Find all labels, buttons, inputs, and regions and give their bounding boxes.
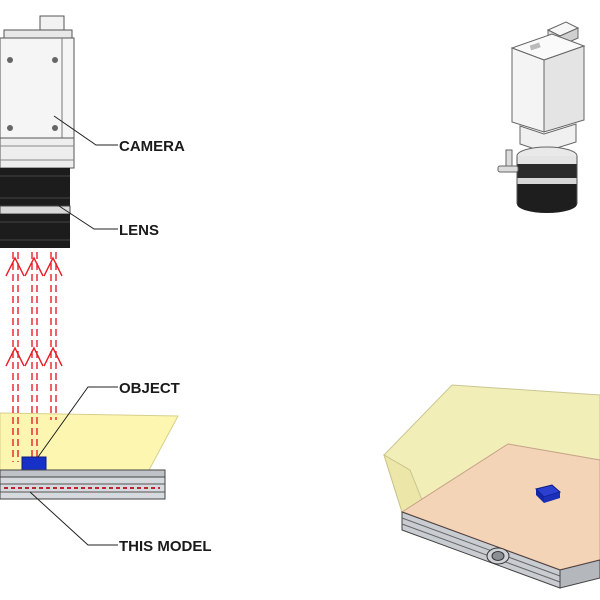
camera-top-plate xyxy=(3,29,73,39)
object-leader-line xyxy=(37,386,118,458)
object-label: OBJECT xyxy=(119,380,180,397)
camera-3d-body xyxy=(511,47,545,133)
model-leader-line xyxy=(29,491,118,546)
lens-leader-line xyxy=(55,203,118,230)
cable-connector-icon xyxy=(486,547,510,565)
lens-ring-lower xyxy=(0,214,70,248)
ray-arrow-up-icon xyxy=(24,256,44,277)
camera-leader-line xyxy=(53,115,118,146)
light-device-3d-view xyxy=(383,384,600,589)
light-device-schematic xyxy=(0,469,166,500)
lens-schematic xyxy=(0,168,71,248)
device-top-plate xyxy=(0,469,166,478)
camera-mount-ring xyxy=(0,137,75,169)
camera-3d-lens xyxy=(517,164,577,178)
camera-screw-icon xyxy=(7,57,13,63)
camera-screw-icon xyxy=(7,125,13,131)
lens-label: LENS xyxy=(119,222,159,239)
ray-arrow-up-icon xyxy=(5,256,25,277)
ray-arrow-up-icon xyxy=(24,346,44,367)
ray-arrow-up-icon xyxy=(5,346,25,367)
camera-label: CAMERA xyxy=(119,138,185,155)
model-label: THIS MODEL xyxy=(119,538,212,555)
object-block xyxy=(21,456,47,471)
camera-schematic xyxy=(0,15,75,169)
light-rays xyxy=(5,252,63,462)
ray-arrow-up-icon xyxy=(43,346,63,367)
ray-arrow-up-icon xyxy=(43,256,63,277)
camera-screw-icon xyxy=(52,125,58,131)
camera-3d-view xyxy=(497,21,586,213)
camera-body xyxy=(0,37,75,139)
leader-lines xyxy=(29,115,118,546)
lens-ring-upper xyxy=(0,168,70,206)
camera-screw-icon xyxy=(52,57,58,63)
lens-band xyxy=(0,205,71,215)
